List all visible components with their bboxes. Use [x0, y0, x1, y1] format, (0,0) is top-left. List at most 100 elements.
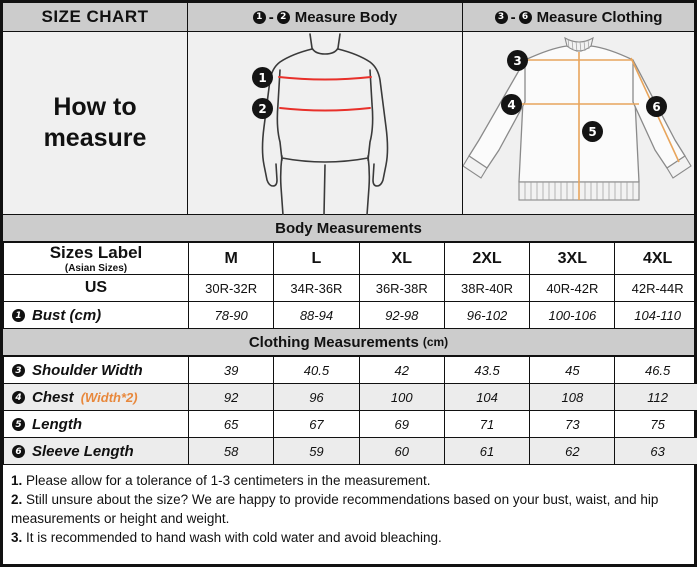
badge-3-icon: 3 — [494, 10, 508, 24]
table-row-sleeve-length: 6 Sleeve Length 58 59 60 61 62 63 — [3, 437, 697, 465]
shoulder-width-4xl: 46.5 — [614, 356, 697, 384]
chest-xl: 100 — [358, 383, 445, 411]
chest-2xl: 104 — [443, 383, 531, 411]
table-row-us: US 30R-32R 34R-36R 36R-38R 38R-40R 40R-4… — [3, 274, 697, 302]
note-3-text: It is recommended to hand wash with cold… — [26, 530, 442, 546]
size-header-4xl: 4XL — [614, 242, 697, 275]
header-dash-2: - — [510, 8, 516, 26]
bust-value-4xl: 104-110 — [614, 301, 697, 329]
chest-4xl: 112 — [614, 383, 697, 411]
us-value-l: 34R-36R — [273, 274, 360, 302]
table-row-shoulder-width: 3 Shoulder Width 39 40.5 42 43.5 45 46.5 — [3, 356, 697, 384]
bust-value-xl: 92-98 — [358, 301, 445, 329]
clothing-band-unit: (cm) — [422, 335, 449, 349]
chest-3xl: 108 — [529, 383, 616, 411]
clothing-marker-5: 5 — [582, 121, 603, 142]
length-l: 67 — [273, 410, 360, 438]
note-2-text: Still unsure about the size? We are happ… — [11, 492, 659, 527]
measure-clothing-header: 3 - 6 Measure Clothing — [463, 3, 694, 31]
badge-6-icon: 6 — [518, 10, 532, 24]
note-3: 3. It is recommended to hand wash with c… — [11, 528, 686, 547]
length-m: 65 — [187, 410, 275, 438]
length-4xl: 75 — [614, 410, 697, 438]
table-row-chest: 4 Chest (Width*2) 92 96 100 104 108 112 — [3, 383, 697, 411]
note-1: 1. Please allow for a tolerance of 1-3 c… — [11, 471, 686, 490]
size-chart-title: SIZE CHART — [3, 3, 188, 31]
bust-label-cell: 1 Bust (cm) — [3, 301, 189, 329]
shoulder-width-label-text: Shoulder Width — [32, 361, 143, 379]
body-figure-illustration — [261, 33, 389, 216]
sleeve-length-xl: 60 — [358, 437, 445, 465]
table-row-length: 5 Length 65 67 69 71 73 75 — [3, 410, 697, 438]
sleeve-length-2xl: 61 — [443, 437, 531, 465]
shoulder-width-l: 40.5 — [273, 356, 360, 384]
us-value-2xl: 38R-40R — [443, 274, 531, 302]
sleeve-length-label-text: Sleeve Length — [32, 442, 134, 460]
us-label-cell: US — [3, 274, 189, 302]
chest-label-text: Chest — [32, 388, 74, 406]
badge-4-chest-icon: 4 — [12, 391, 25, 405]
shoulder-width-xl: 42 — [358, 356, 445, 384]
clothing-marker-3: 3 — [507, 50, 528, 71]
note-2-number: 2. — [11, 492, 23, 508]
size-header-3xl: 3XL — [529, 242, 616, 275]
footer-notes: 1. Please allow for a tolerance of 1-3 c… — [3, 465, 694, 564]
badge-3-shoulder-icon: 3 — [12, 364, 25, 378]
sleeve-length-4xl: 63 — [614, 437, 697, 465]
body-marker-2: 2 — [252, 98, 273, 119]
us-value-xl: 36R-38R — [358, 274, 445, 302]
sleeve-length-3xl: 62 — [529, 437, 616, 465]
length-xl: 69 — [358, 410, 445, 438]
size-header-m: M — [187, 242, 275, 275]
sleeve-length-label-cell: 6 Sleeve Length — [3, 437, 189, 465]
shoulder-width-m: 39 — [187, 356, 275, 384]
badge-2-icon: 2 — [276, 10, 290, 24]
sizes-label-text: Sizes Label — [49, 242, 143, 262]
length-3xl: 73 — [529, 410, 616, 438]
shoulder-width-2xl: 43.5 — [443, 356, 531, 384]
sleeve-length-m: 58 — [187, 437, 275, 465]
clothing-marker-4: 4 — [501, 94, 522, 115]
badge-5-length-icon: 5 — [12, 418, 25, 432]
body-measurements-table: Sizes Label (Asian Sizes) M L XL 2XL 3XL… — [3, 242, 697, 329]
us-value-m: 30R-32R — [187, 274, 275, 302]
note-3-number: 3. — [11, 530, 23, 546]
body-diagram-panel: 1 2 — [188, 32, 463, 216]
chest-label-cell: 4 Chest (Width*2) — [3, 383, 189, 411]
measure-body-header: 1 - 2 Measure Body — [188, 3, 463, 31]
bust-value-m: 78-90 — [187, 301, 275, 329]
clothing-band-title: Clothing Measurements — [248, 333, 419, 351]
bust-label-text: Bust (cm) — [32, 306, 102, 324]
shoulder-width-3xl: 45 — [529, 356, 616, 384]
chest-l: 96 — [273, 383, 360, 411]
chest-m: 92 — [187, 383, 275, 411]
note-1-number: 1. — [11, 473, 23, 488]
measure-clothing-label: Measure Clothing — [536, 8, 663, 26]
badge-1-bust-icon: 1 — [12, 309, 25, 323]
length-label-cell: 5 Length — [3, 410, 189, 438]
note-1-text: Please allow for a tolerance of 1-3 cent… — [26, 473, 431, 488]
clothing-diagram-panel: 3 4 5 6 — [462, 32, 694, 214]
bust-value-2xl: 96-102 — [443, 301, 531, 329]
size-header-xl: XL — [358, 242, 445, 275]
badge-1-icon: 1 — [252, 10, 266, 24]
chest-note-text: (Width*2) — [80, 389, 138, 405]
sleeve-length-l: 59 — [273, 437, 360, 465]
length-2xl: 71 — [443, 410, 531, 438]
shoulder-width-label-cell: 3 Shoulder Width — [3, 356, 189, 384]
note-2: 2. Still unsure about the size? We are h… — [11, 490, 686, 528]
length-label-text: Length — [32, 415, 82, 433]
clothing-marker-6: 6 — [646, 96, 667, 117]
us-value-3xl: 40R-42R — [529, 274, 616, 302]
badge-6-sleeve-icon: 6 — [12, 445, 25, 459]
sizes-sublabel-text: (Asian Sizes) — [64, 262, 128, 274]
measure-body-label: Measure Body — [294, 8, 398, 26]
us-value-4xl: 42R-44R — [614, 274, 697, 302]
clothing-measurements-band: Clothing Measurements (cm) — [3, 329, 694, 356]
